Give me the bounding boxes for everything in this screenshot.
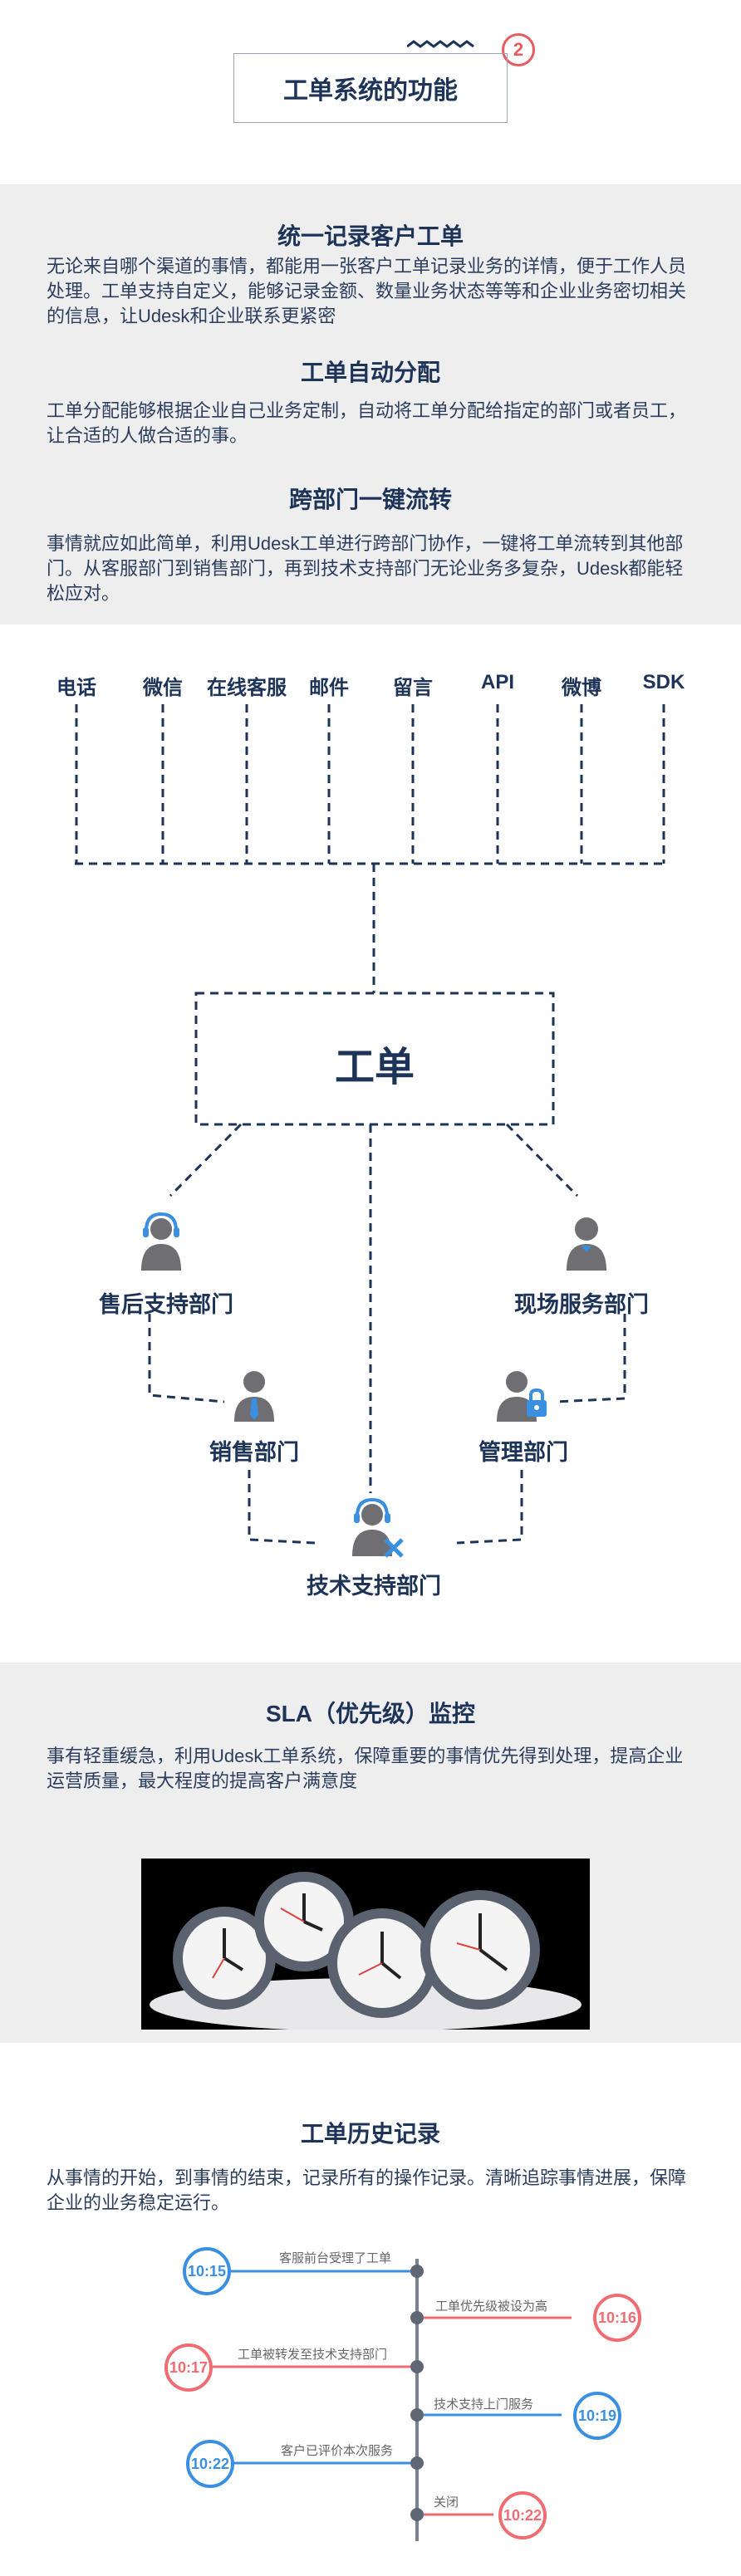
clock-4 (420, 1890, 540, 2010)
channel-weibo: 微博 (562, 677, 601, 699)
flow-connector-lines (75, 704, 665, 1545)
step-number-badge: 2 (502, 33, 535, 66)
clock-2 (254, 1872, 354, 1971)
feature-text-2: 工单分配能够根据企业自己业务定制，自动将工单分配给指定的部门或者员工，让合适的人… (47, 400, 687, 446)
sla-title: SLA（优先级）监控 (265, 1701, 475, 1726)
feature-title-2: 工单自动分配 (300, 360, 440, 385)
time-badge-6: 10:22 (498, 2491, 547, 2539)
dept-sales: 销售部门 (209, 1440, 299, 1465)
tech-support-agent-icon (352, 1497, 404, 1558)
time-badge-4: 10:19 (573, 2392, 621, 2440)
dept-field-service: 现场服务部门 (514, 1292, 649, 1317)
channel-online-service: 在线客服 (207, 677, 287, 699)
manager-lock-icon (497, 1371, 547, 1422)
sla-text: 事有轻重缓急，利用Udesk工单系统，保障重要的事情优先得到处理，提高企业运营质… (47, 1746, 684, 1791)
channel-email: 邮件 (309, 677, 349, 699)
channel-sdk: SDK (642, 671, 685, 693)
page-title: 工单系统的功能 (283, 77, 458, 105)
event-label-1: 客服前台受理了工单 (279, 2251, 392, 2265)
dept-tech-support: 技术支持部门 (307, 1574, 441, 1599)
feature-text-1: 无论来自哪个渠道的事情，都能用一张客户工单记录业务的详情，便于工作人员处理。工单… (47, 256, 687, 326)
time-badge-3: 10:17 (164, 2343, 213, 2392)
service-person-icon (567, 1217, 606, 1271)
feature-title-1: 统一记录客户工单 (277, 223, 464, 249)
clocks-icon (150, 1872, 582, 2030)
salesperson-icon (234, 1371, 274, 1422)
clock-3 (327, 1908, 437, 2018)
zigzag-decoration-icon (407, 40, 474, 48)
work-order-center-label: 工单 (334, 1046, 415, 1090)
dept-management: 管理部门 (478, 1440, 568, 1465)
feature-title-3: 跨部门一键流转 (288, 487, 452, 512)
dept-after-sales: 售后支持部门 (99, 1292, 233, 1317)
history-text: 从事情的开始，到事情的结束，记录所有的操作记录。清晰追踪事情进展，保障企业的业务… (47, 2167, 687, 2213)
channel-api: API (480, 671, 515, 693)
time-badge-2: 10:16 (593, 2294, 641, 2342)
event-label-5: 客户已评价本次服务 (281, 2444, 394, 2458)
headset-agent-icon (141, 1212, 181, 1271)
clocks-illustration (141, 1859, 590, 2030)
history-title: 工单历史记录 (300, 2121, 440, 2147)
feature-text-3: 事情就应如此简单，利用Udesk工单进行跨部门协作，一键将工单流转到其他部门。从… (47, 533, 684, 604)
time-badge-5: 10:22 (186, 2440, 234, 2488)
clock-1 (173, 1907, 276, 2010)
event-label-3: 工单被转发至技术支持部门 (238, 2348, 388, 2362)
event-label-2: 工单优先级被设为高 (435, 2299, 548, 2314)
features-section (0, 184, 741, 624)
time-badge-1: 10:15 (183, 2247, 231, 2295)
channel-wechat: 微信 (143, 677, 183, 699)
event-label-4: 技术支持上门服务 (434, 2397, 534, 2412)
event-label-6: 关闭 (434, 2495, 459, 2510)
channel-message: 留言 (393, 677, 433, 699)
channel-phone: 电话 (56, 677, 96, 699)
page-title-box: 工单系统的功能 (233, 53, 508, 123)
